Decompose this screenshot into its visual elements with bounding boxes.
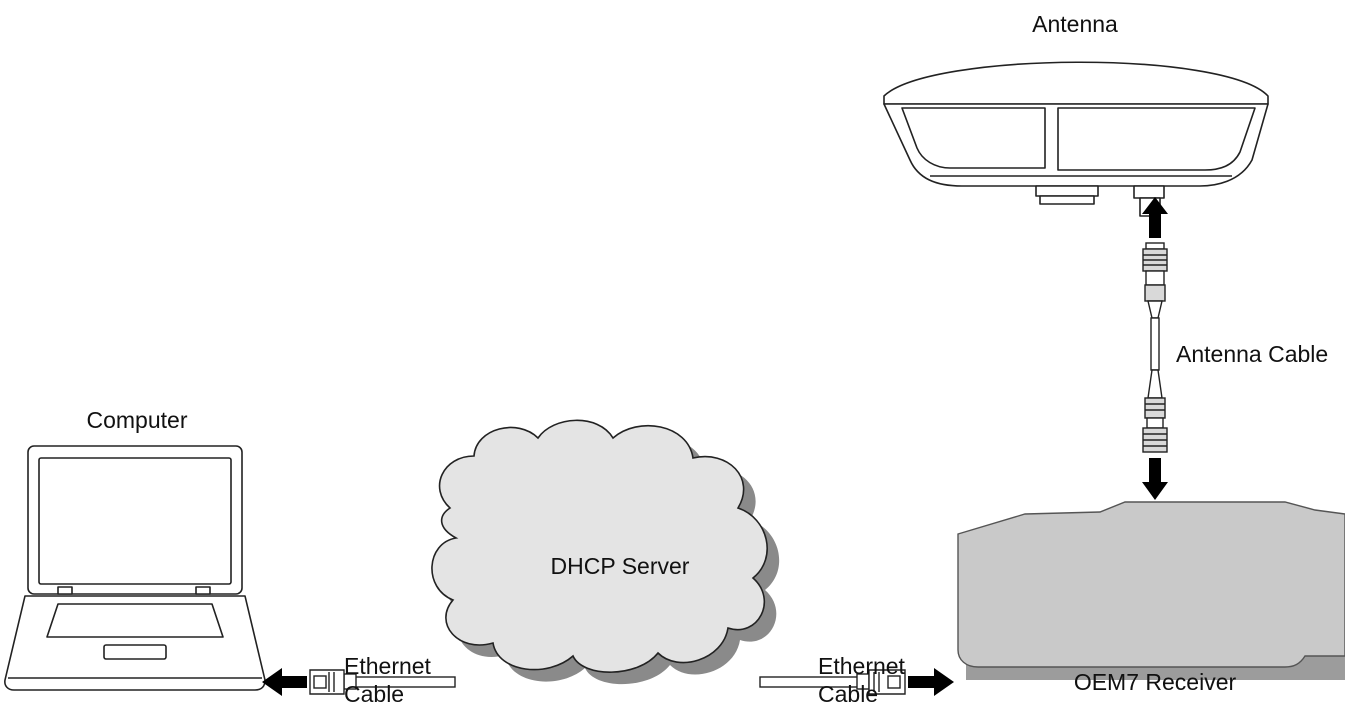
ethernet-cable-right-line2: Cable bbox=[818, 681, 879, 707]
dhcp-server-label: DHCP Server bbox=[550, 553, 690, 579]
arrow-up-icon bbox=[1142, 197, 1168, 238]
ethernet-cable-right-label: Ethernet Cable bbox=[818, 652, 905, 708]
oem7-receiver-label: OEM7 Receiver bbox=[1073, 669, 1237, 695]
arrow-down-icon bbox=[1142, 458, 1168, 500]
arrow-right-icon bbox=[908, 668, 954, 696]
antenna-device bbox=[883, 61, 1269, 217]
antenna-cable bbox=[1142, 242, 1168, 453]
ethernet-cable-left-label: Ethernet Cable bbox=[344, 652, 431, 708]
ethernet-cable-right-line1: Ethernet bbox=[818, 653, 905, 679]
arrow-left-icon bbox=[262, 668, 307, 696]
antenna-label: Antenna bbox=[1032, 11, 1118, 37]
ethernet-cable-right bbox=[759, 669, 906, 695]
computer-label: Computer bbox=[86, 407, 188, 433]
ethernet-cable-left-line1: Ethernet bbox=[344, 653, 431, 679]
dhcp-cloud bbox=[431, 419, 780, 685]
ethernet-cable-left-line2: Cable bbox=[344, 681, 405, 707]
antenna-cable-label: Antenna Cable bbox=[1176, 341, 1329, 367]
oem7-receiver-device bbox=[957, 501, 1345, 680]
computer-laptop bbox=[4, 445, 266, 691]
ethernet-cable-left bbox=[309, 669, 456, 695]
